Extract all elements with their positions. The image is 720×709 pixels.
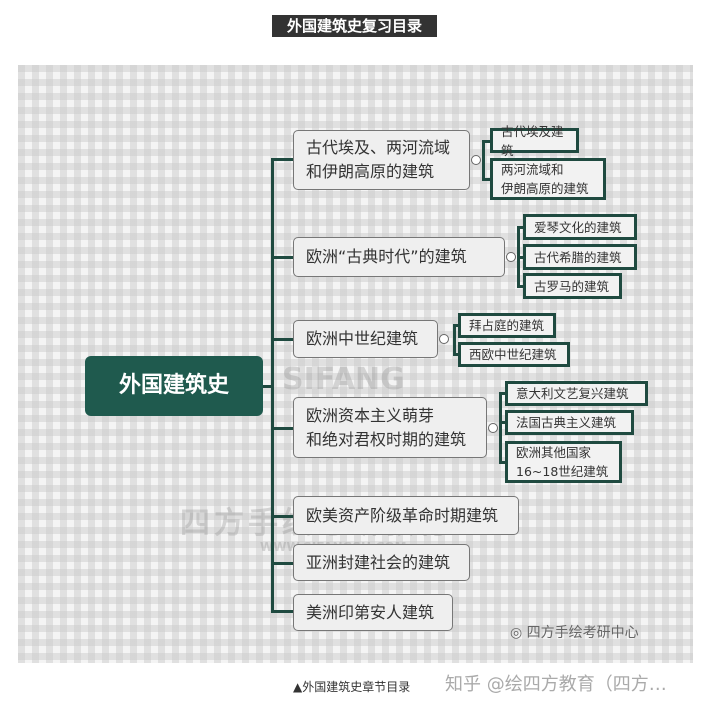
branch-node-7[interactable]: 美洲印第安人建筑 [293,594,453,631]
connector [453,353,458,356]
branch-node-5[interactable]: 欧美资产阶级革命时期建筑 [293,496,519,535]
branch-node-3[interactable]: 欧洲中世纪建筑 [293,320,438,358]
wechat-icon: ◎ [510,625,527,641]
root-node[interactable]: 外国建筑史 [85,356,263,416]
connector [271,427,293,430]
branch-node-4[interactable]: 欧洲资本主义萌芽 和绝对君权时期的建筑 [293,397,487,458]
connector [499,421,505,424]
connector [271,158,293,161]
connector [517,256,523,259]
leaf-node[interactable]: 欧洲其他国家 16~18世纪建筑 [505,441,622,483]
collapse-toggle[interactable] [506,252,516,262]
connector [453,324,458,327]
leaf-node[interactable]: 西欧中世纪建筑 [458,342,570,367]
collapse-toggle[interactable] [439,334,449,344]
leaf-node[interactable]: 拜占庭的建筑 [458,313,556,338]
connector [482,140,490,143]
connector [271,562,293,565]
wechat-label: 四方手绘考研中心 [526,625,639,641]
collapse-toggle[interactable] [471,155,481,165]
connector [499,461,505,464]
leaf-node[interactable]: 爱琴文化的建筑 [523,214,637,240]
collapse-toggle[interactable] [488,423,498,433]
branch-node-6[interactable]: 亚洲封建社会的建筑 [293,544,470,581]
watermark-brand: SIFANG [282,362,405,397]
leaf-node[interactable]: 古代希腊的建筑 [523,244,637,270]
connector [517,285,523,288]
connector [271,610,293,613]
bracket-line [482,140,485,180]
trunk-line [271,158,274,612]
connector [517,226,523,229]
bracket-line [453,324,456,355]
connector [271,515,293,518]
connector [271,338,293,341]
leaf-node[interactable]: 古代埃及建筑 [490,124,579,158]
connector [263,385,273,388]
caption: ▲外国建筑史章节目录 [293,680,411,694]
leaf-node[interactable]: 古罗马的建筑 [523,273,622,299]
zhihu-watermark: 知乎 @绘四方教育（四方… [445,674,667,695]
branch-node-2[interactable]: 欧洲“古典时代”的建筑 [293,237,505,277]
leaf-node[interactable]: 意大利文艺复兴建筑 [505,381,648,406]
connector [499,392,505,395]
leaf-node[interactable]: 法国古典主义建筑 [505,410,634,435]
connector [482,178,490,181]
wechat-watermark: ◎ 四方手绘考研中心 [510,622,639,642]
branch-node-1[interactable]: 古代埃及、两河流域 和伊朗高原的建筑 [293,130,470,190]
leaf-node[interactable]: 两河流域和 伊朗高原的建筑 [490,158,606,200]
bracket-line [499,392,502,463]
connector [271,256,293,259]
page-title: 外国建筑史复习目录 [272,15,437,37]
